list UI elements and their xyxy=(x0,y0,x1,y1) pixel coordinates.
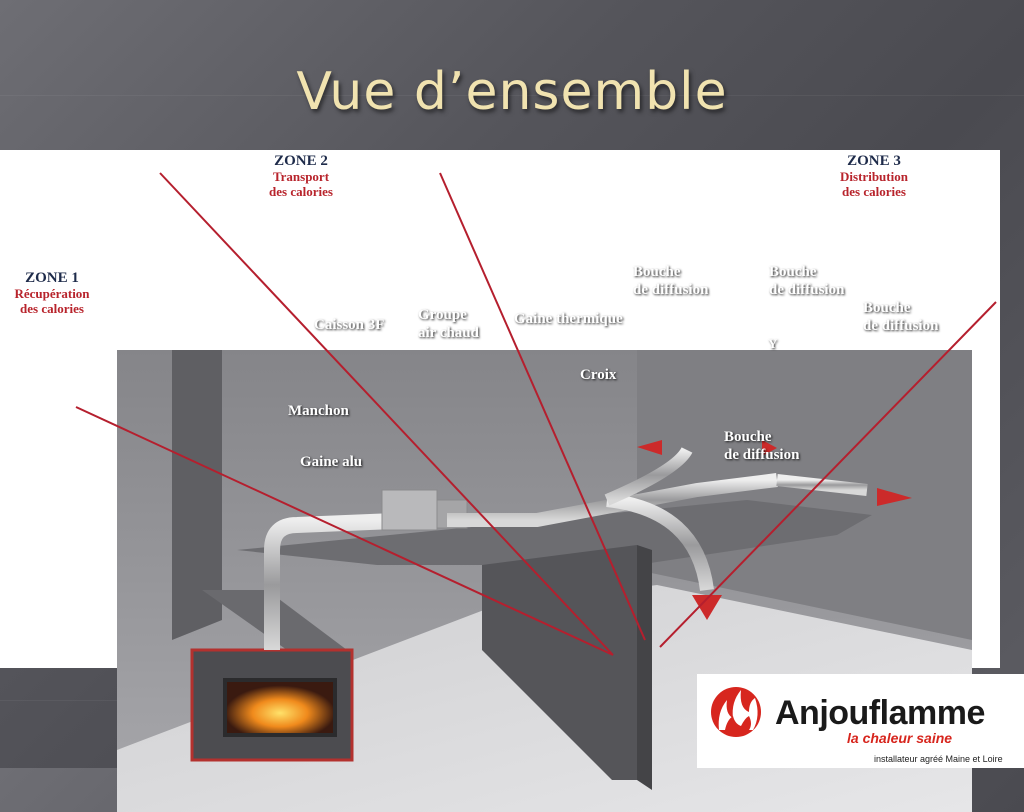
duct-branch-down xyxy=(606,493,714,592)
zone-2-title: ZONE 2 xyxy=(274,153,328,169)
groupe-label-1: Groupe xyxy=(418,307,467,323)
partition-edge xyxy=(637,545,652,790)
bouche-label-1: Bouche xyxy=(633,264,681,280)
logo-subtitle: la chaleur saine xyxy=(847,730,953,746)
right-wall xyxy=(637,350,972,640)
zone-line xyxy=(439,172,646,641)
zone-line xyxy=(159,172,614,656)
chimney xyxy=(172,350,222,640)
bouche-label-1-sub: de diffusion xyxy=(633,282,709,298)
bouche-label-4: Bouche xyxy=(724,429,772,445)
background-stripe xyxy=(0,95,1024,96)
partition-wall xyxy=(482,545,637,780)
gaine-thermique-label: Gaine thermique xyxy=(514,311,623,327)
slide-title: Vue d’ensemble xyxy=(296,62,728,122)
gaine-alu-label: Gaine alu xyxy=(300,454,363,470)
arrow-diffusion xyxy=(692,595,722,620)
zone-3-line1: Distribution xyxy=(840,169,908,184)
caisson-box xyxy=(381,489,438,531)
y-label: Y xyxy=(768,336,778,351)
logo-name: Anjouflamme xyxy=(775,694,985,732)
zone-1-label: ZONE 1 Récupération des calories xyxy=(2,270,102,316)
stove-fire xyxy=(223,678,337,737)
arrow-diffusion xyxy=(762,440,777,456)
diagram-panel: ZONE 1 Récupération des calories ZONE 2 … xyxy=(0,150,1000,812)
zone-3-line2: des calories xyxy=(842,184,906,199)
groupe-label-2: air chaud xyxy=(418,325,479,341)
duct-branch-up xyxy=(604,446,693,506)
logo-tagline: installateur agréé Maine et Loire xyxy=(874,754,1003,764)
bouche-label-2-sub: de diffusion xyxy=(769,282,845,298)
zone-3-label: ZONE 3 Distribution des calories xyxy=(822,153,926,199)
zone-2-line2: des calories xyxy=(269,184,333,199)
gaine-alu-duct xyxy=(264,512,418,650)
ceiling-shelf xyxy=(237,500,872,565)
bouche-label-2: Bouche xyxy=(769,264,817,280)
bouche-label-4-sub: de diffusion xyxy=(724,447,800,463)
zone-lines xyxy=(75,172,997,656)
anjouflamme-logo: Anjouflamme la chaleur saine installateu… xyxy=(697,674,1024,768)
zone-2-label: ZONE 2 Transport des calories xyxy=(250,153,352,199)
zone-line xyxy=(75,406,614,656)
croix-label: Croix xyxy=(580,367,617,383)
manchon-label: Manchon xyxy=(288,403,349,419)
duct-right xyxy=(776,474,868,496)
zone-1-line1: Récupération xyxy=(14,286,90,301)
zone-2-line1: Transport xyxy=(272,169,330,184)
zone-line xyxy=(659,301,997,648)
arrow-diffusion xyxy=(877,488,912,506)
zone-3-title: ZONE 3 xyxy=(847,153,901,169)
zone-1-line2: des calories xyxy=(20,301,84,316)
arrow-diffusion xyxy=(637,440,662,455)
bouche-label-3: Bouche xyxy=(863,300,911,316)
bouche-label-3-sub: de diffusion xyxy=(863,318,939,334)
flame-icon xyxy=(711,687,761,737)
zone-1-title: ZONE 1 xyxy=(25,270,79,286)
caisson-label: Caisson 3F xyxy=(314,317,385,333)
